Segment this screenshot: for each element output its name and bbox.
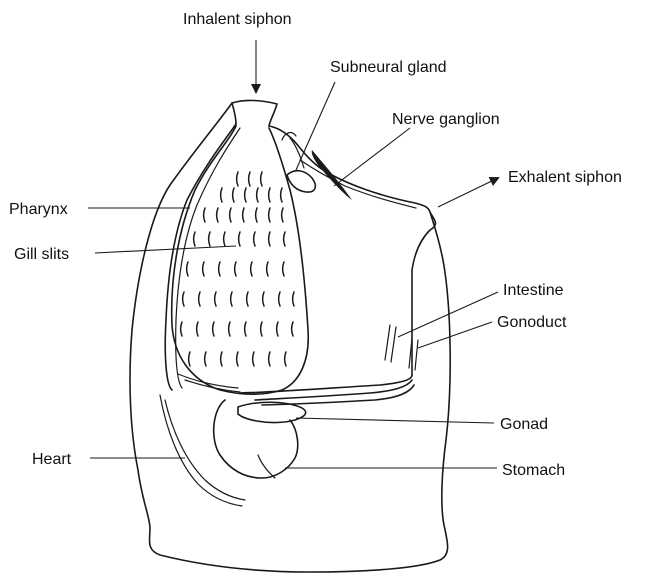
exhalent-arrow — [438, 178, 498, 207]
inhalent-siphon-opening — [232, 100, 277, 126]
gill-slit — [183, 292, 185, 306]
label-intestine: Intestine — [503, 282, 564, 299]
gill-slit — [256, 208, 258, 222]
gill-slit — [293, 292, 295, 306]
gill-slit — [237, 172, 239, 186]
gill-slit — [245, 188, 247, 202]
stomach-fold — [258, 455, 275, 478]
label-subneural-gland: Subneural gland — [330, 59, 447, 76]
subneural-gland — [287, 171, 315, 192]
gill-slit — [199, 292, 201, 306]
gill-slit — [267, 262, 269, 276]
gill-slit — [237, 352, 239, 366]
gill-slit — [247, 292, 249, 306]
gill-slit — [279, 292, 281, 306]
gill-slit — [253, 352, 255, 366]
gill-slit — [221, 188, 223, 202]
gill-slit — [231, 292, 233, 306]
gill-slit — [213, 322, 215, 336]
gill-slit — [224, 232, 226, 246]
gill-slit — [251, 262, 253, 276]
gill-slit — [284, 232, 286, 246]
gill-slit — [254, 232, 256, 246]
gill-slit — [219, 262, 221, 276]
label-gonoduct: Gonoduct — [497, 314, 567, 331]
label-stomach: Stomach — [502, 462, 565, 479]
gill-slit — [194, 232, 196, 246]
gill-slit — [292, 322, 294, 336]
gill-slit — [282, 208, 284, 222]
leader-nerve-ganglion — [334, 128, 410, 186]
gill-slit — [269, 352, 271, 366]
label-heart: Heart — [32, 451, 72, 468]
gill-slit — [277, 322, 279, 336]
gill-slits — [181, 172, 295, 366]
gill-slit — [261, 172, 263, 186]
gill-slit — [269, 208, 271, 222]
gill-slit — [285, 352, 287, 366]
stomach — [214, 400, 298, 478]
nerve-ganglion — [312, 150, 352, 200]
gill-slit — [269, 188, 271, 202]
heart — [160, 395, 245, 506]
leader-gill-slits — [95, 246, 236, 253]
gill-slit — [243, 208, 245, 222]
label-gonad: Gonad — [500, 416, 548, 433]
subneural-duct — [282, 133, 304, 168]
gill-slit — [263, 292, 265, 306]
gonoduct-opening — [409, 338, 418, 370]
gill-slit — [233, 188, 235, 202]
gill-slit — [189, 352, 191, 366]
label-pharynx: Pharynx — [9, 201, 68, 218]
gill-slit — [235, 262, 237, 276]
gill-slit — [257, 188, 259, 202]
gill-slit — [245, 322, 247, 336]
gill-slit — [181, 322, 183, 336]
gill-slit — [221, 352, 223, 366]
intestine-opening — [385, 325, 396, 362]
gill-slit — [281, 188, 283, 202]
gill-slit — [215, 292, 217, 306]
gill-slit — [230, 208, 232, 222]
gill-slit — [205, 352, 207, 366]
gill-slit — [203, 262, 205, 276]
pharynx-floor — [178, 374, 240, 392]
gill-slit — [229, 322, 231, 336]
gill-slit — [261, 322, 263, 336]
gill-slit — [197, 322, 199, 336]
gill-slit — [187, 262, 189, 276]
gill-slit — [239, 232, 241, 246]
label-nerve-ganglion: Nerve ganglion — [392, 111, 500, 128]
label-exhalent-siphon: Exhalent siphon — [508, 169, 622, 186]
mantle-wall-inner — [176, 128, 416, 388]
gill-slit — [283, 262, 285, 276]
gill-slit — [217, 208, 219, 222]
leader-gonad — [296, 418, 494, 423]
pharynx — [172, 126, 309, 394]
leader-gonoduct — [418, 322, 492, 348]
mantle-wall — [165, 124, 435, 390]
gill-slit — [209, 232, 211, 246]
label-gill-slits: Gill slits — [14, 246, 69, 263]
gill-slit — [249, 172, 251, 186]
gill-slit — [269, 232, 271, 246]
gill-slit — [204, 208, 206, 222]
label-inhalent-siphon: Inhalent siphon — [183, 11, 292, 28]
